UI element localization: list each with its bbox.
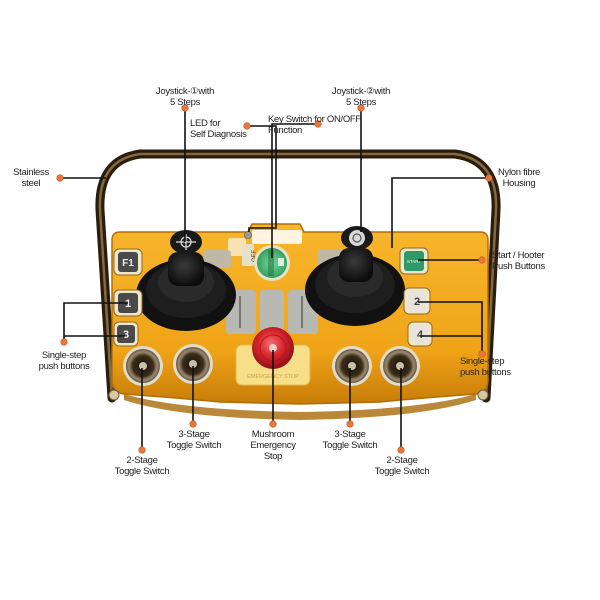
blank-panel <box>260 290 284 334</box>
label-line: 3-Stage <box>178 429 210 440</box>
label-toggle-3stage-left: 3-Stage Toggle Switch <box>160 429 228 451</box>
label-stainless-steel: Stainless steel <box>8 167 54 189</box>
label-line: Start / Hooter <box>492 250 545 261</box>
joystick-2[interactable] <box>305 226 405 326</box>
label-single-step-right: Single-step push buttons <box>460 356 511 378</box>
label-mushroom-stop: Mushroom Emergency Stop <box>240 429 306 462</box>
label-line: Emergency <box>250 440 296 451</box>
label-toggle-3stage-right: 3-Stage Toggle Switch <box>316 429 384 451</box>
start-label: START <box>407 259 422 264</box>
label-line: 3-Stage <box>334 429 366 440</box>
label-line: Toggle Switch <box>322 440 378 451</box>
leader-dots <box>56 104 493 454</box>
start-button[interactable]: START <box>399 247 429 275</box>
toggle-2stage-right[interactable] <box>380 346 420 386</box>
label-line: push buttons <box>460 367 511 378</box>
label-line: Single-step <box>460 356 505 367</box>
label-line: Stainless <box>13 167 49 178</box>
label-toggle-2stage-right: 2-Stage Toggle Switch <box>368 455 436 477</box>
label-line: Self Diagnosis <box>190 129 247 140</box>
joystick2-cap-icon <box>349 230 365 246</box>
f1-label: F1 <box>122 258 134 269</box>
label-line: Function <box>268 125 303 136</box>
label-line: 5 Steps <box>169 97 201 108</box>
label-line: Key Switch for ON/OFF <box>268 114 361 125</box>
label-key-switch: Key Switch for ON/OFF Function <box>268 114 361 136</box>
label-line: 2-Stage <box>386 455 418 466</box>
button-1-label: 1 <box>125 298 131 310</box>
label-line: Toggle Switch <box>374 466 430 477</box>
label-line: 2-Stage <box>126 455 158 466</box>
label-single-step-left: Single-step push buttons <box>30 350 98 372</box>
label-joystick-1: Joystick-①with 5 Steps <box>148 86 222 108</box>
bolt <box>108 389 120 401</box>
leader-lines <box>60 108 489 450</box>
label-line: Toggle Switch <box>166 440 222 451</box>
toggle-3stage-left[interactable] <box>173 344 213 384</box>
label-line: Mushroom <box>251 429 295 440</box>
label-line: Toggle Switch <box>114 466 170 477</box>
label-joystick-2: Joystick-②with 5 Steps <box>324 86 398 108</box>
label-line: Push Buttons <box>492 261 545 272</box>
led-indicator <box>244 231 252 239</box>
toggle-3stage-right[interactable] <box>332 346 372 386</box>
button-4-label: 4 <box>417 329 424 341</box>
bolt <box>477 389 489 401</box>
label-start-hooter: Start / Hooter Push Buttons <box>492 250 545 272</box>
toggle-2stage-left[interactable] <box>123 346 163 386</box>
label-line: LED for <box>190 118 221 129</box>
label-line: push buttons <box>38 361 90 372</box>
button-2[interactable]: 2 <box>403 287 431 315</box>
off-text: OFF <box>252 250 258 262</box>
label-line: steel <box>21 178 41 189</box>
label-line: 5 Steps <box>345 97 377 108</box>
crosshair-icon <box>176 234 196 250</box>
label-line: Joystick-②with <box>331 86 391 97</box>
label-toggle-2stage-left: 2-Stage Toggle Switch <box>108 455 176 477</box>
button-4[interactable]: 4 <box>407 321 433 347</box>
label-line: Stop <box>263 451 283 462</box>
f1-button[interactable]: F1 <box>113 248 143 276</box>
label-line: Housing <box>502 178 536 189</box>
button-3-label: 3 <box>123 329 129 341</box>
label-line: Nylon fibre <box>497 167 541 178</box>
status-panel <box>228 238 246 256</box>
button-2-label: 2 <box>414 296 420 308</box>
label-line: Joystick-①with <box>155 86 215 97</box>
label-line: Single-step <box>41 350 87 361</box>
label-led: LED for Self Diagnosis <box>190 118 247 140</box>
label-nylon-housing: Nylon fibre Housing <box>490 167 548 189</box>
joystick-1[interactable] <box>136 230 236 331</box>
key-switch[interactable] <box>254 245 290 281</box>
button-3[interactable]: 3 <box>113 321 139 347</box>
